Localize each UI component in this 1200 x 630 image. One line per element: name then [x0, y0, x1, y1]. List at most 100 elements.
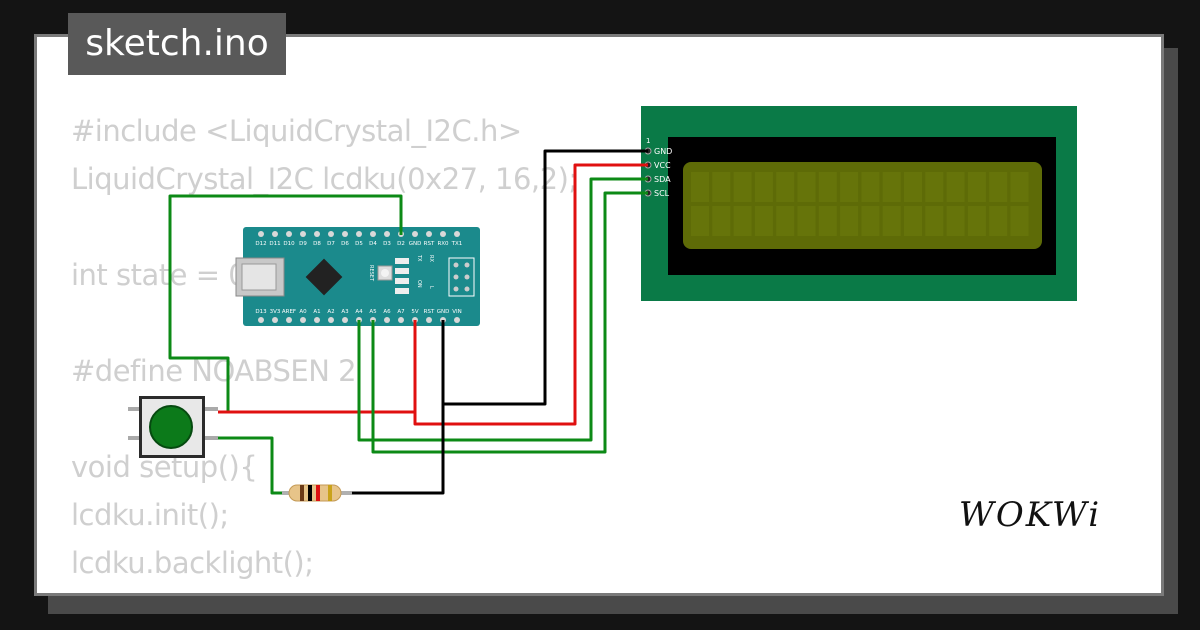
button-cap [149, 405, 193, 449]
wires [168, 149, 648, 495]
wire-button-resistor [218, 436, 290, 495]
lcd-cell [818, 172, 837, 202]
pin-label: D6 [341, 241, 349, 247]
lcd-cell [733, 172, 752, 202]
pin-label: A3 [341, 309, 349, 315]
pin-label: A4 [355, 309, 363, 315]
header-pin [426, 231, 432, 237]
lcd-cell [904, 172, 922, 202]
lcd-module[interactable]: 1 GND VCC SDA SCL [641, 106, 1077, 301]
lcd-cell [712, 206, 731, 236]
header-pin [286, 317, 292, 323]
reset-label: RESET [368, 265, 374, 282]
header-pin [412, 231, 418, 237]
lcd-cell [797, 172, 816, 202]
lcd-cell [840, 206, 859, 236]
header-pin [272, 231, 278, 237]
pin-label: RX0 [437, 241, 449, 247]
pin-label: A1 [313, 309, 320, 315]
lcd-cell [904, 206, 922, 236]
lcd-cell [882, 172, 901, 202]
lcd-cell [776, 172, 795, 202]
lcd-cell [754, 172, 773, 202]
header-pin [426, 317, 432, 323]
lcd-cell [967, 206, 986, 236]
lcd-cell [967, 172, 986, 202]
pin-label: D11 [269, 241, 280, 247]
lcd-cell [733, 206, 752, 236]
pin-label: 5V [411, 309, 418, 315]
lcd-pin-scl: SCL [654, 189, 670, 198]
resistor [282, 484, 352, 502]
header-pin [286, 231, 292, 237]
wire-5v-vcc [413, 163, 648, 426]
led-label-rx: RX [428, 255, 434, 262]
header-pin [342, 231, 348, 237]
lcd-cell [925, 172, 944, 202]
mcu-chip [305, 258, 343, 296]
pin-label: D4 [369, 241, 377, 247]
header-pin [454, 317, 460, 323]
header-pin [300, 317, 306, 323]
wokwi-logo: WOKWi [944, 490, 1116, 540]
code-line: lcdku.init(); [71, 498, 229, 532]
lcd-pin1-label: 1 [646, 137, 650, 145]
header-pin [258, 231, 264, 237]
push-button[interactable] [128, 396, 218, 458]
pin-label: D2 [397, 241, 405, 247]
header-pin [370, 231, 376, 237]
wire-a5-scl [371, 191, 648, 454]
code-line: #include <LiquidCrystal_I2C.h> [71, 114, 522, 148]
header-pin [328, 231, 334, 237]
header-pin [398, 317, 404, 323]
header-pin [300, 231, 306, 237]
pin-label: A6 [383, 309, 391, 315]
file-tab[interactable]: sketch.ino [68, 13, 286, 75]
lcd-cell [989, 206, 1008, 236]
header-pin [454, 231, 460, 237]
lcd-cell [818, 206, 837, 236]
pin-label: TX1 [451, 241, 463, 247]
pin-label: A2 [327, 309, 334, 315]
wire-resistor-gnd [342, 320, 445, 495]
lcd-pin-sda: SDA [654, 175, 671, 184]
logo-text: WOKWi [959, 495, 1101, 535]
header-pin [258, 317, 264, 323]
pin-label: D13 [255, 309, 267, 315]
lcd-cell [861, 172, 880, 202]
pin-label: GND [437, 309, 450, 315]
pin-label: RST [424, 309, 435, 315]
header-pin [272, 317, 278, 323]
header-pin [384, 317, 390, 323]
pin-label: D8 [313, 241, 321, 247]
pin-label: A5 [369, 309, 377, 315]
led-group [395, 258, 409, 294]
lcd-cell [925, 206, 944, 236]
pin-label: D12 [255, 241, 266, 247]
pin-label: RST [424, 241, 435, 247]
lcd-cell [861, 206, 880, 236]
lcd-cell [946, 172, 965, 202]
lcd-cell [989, 172, 1008, 202]
pin-label: VIN [452, 309, 462, 315]
icsp-header [448, 257, 475, 297]
code-line: #define NOABSEN 2 [71, 354, 357, 388]
pin-label: D3 [383, 241, 391, 247]
lcd-char-grid [691, 172, 1029, 236]
pin-label: AREF [282, 309, 296, 315]
pin-label: D10 [283, 241, 295, 247]
header-pin [342, 317, 348, 323]
pin-label: A7 [397, 309, 405, 315]
code-preview: #include <LiquidCrystal_I2C.h> LiquidCry… [71, 107, 578, 587]
lcd-cell [754, 206, 773, 236]
code-line: LiquidCrystal_I2C lcdku(0x27, 16,2); [71, 162, 578, 196]
lcd-cell [797, 206, 816, 236]
header-pin [356, 231, 362, 237]
lcd-cell [691, 206, 709, 236]
pin-label: D7 [327, 241, 335, 247]
lcd-cell [691, 172, 709, 202]
lcd-pin-gnd: GND [654, 147, 672, 156]
